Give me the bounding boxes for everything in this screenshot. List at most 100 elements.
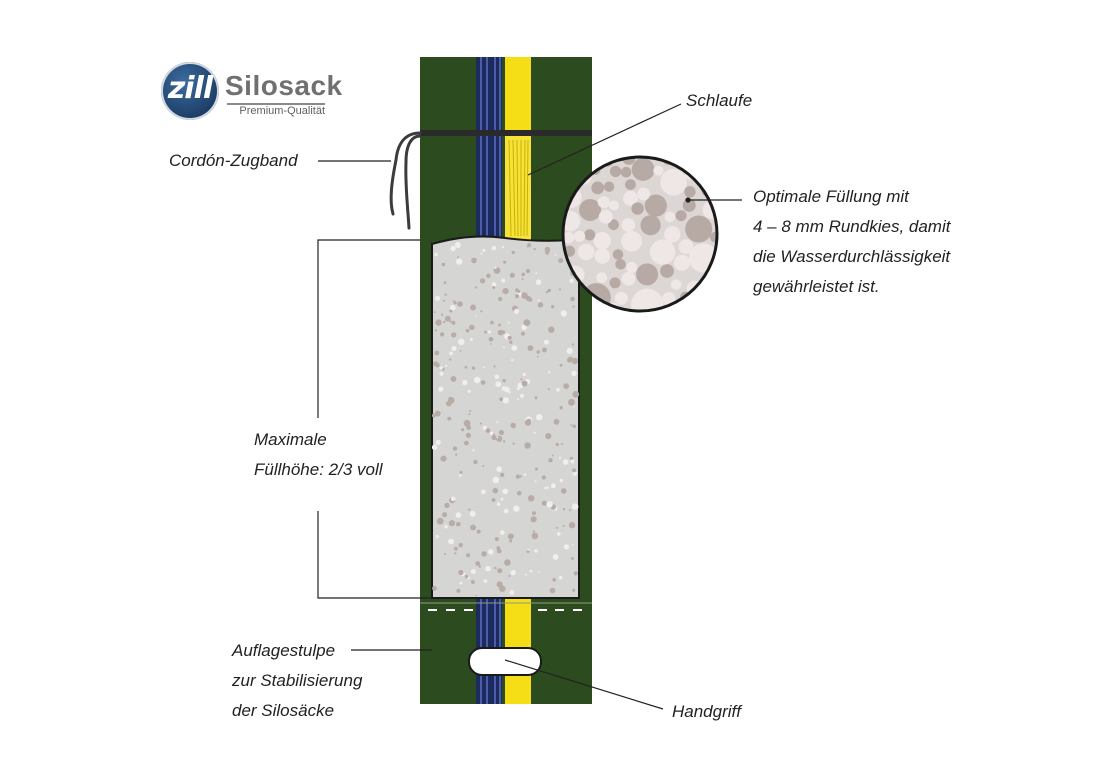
gravel-speckle <box>530 516 537 523</box>
gravel-speckle <box>434 252 438 257</box>
gravel-speckle <box>572 503 579 510</box>
pebble <box>621 230 642 252</box>
gravel-speckle <box>481 489 486 495</box>
gravel-speckle <box>491 498 496 502</box>
gravel-speckle <box>500 472 505 477</box>
gravel-speckle <box>521 293 524 296</box>
gravel-speckle <box>443 299 446 302</box>
gravel-speckle <box>496 435 503 442</box>
gravel-speckle <box>497 568 503 574</box>
gravel-speckle <box>509 590 515 595</box>
pebble <box>631 202 644 215</box>
gravel-speckle <box>503 508 509 514</box>
label-fuellhoehe-line-2: Füllhöhe: 2/3 voll <box>254 460 383 479</box>
gravel-speckle <box>492 476 500 484</box>
gravel-speckle <box>450 304 456 311</box>
zill-badge: zill <box>161 62 219 120</box>
gravel-speckle <box>440 455 447 462</box>
gravel-speckle <box>511 250 515 255</box>
gravel-speckle <box>494 566 497 570</box>
gravel-speckle <box>494 266 497 269</box>
gravel-speckle <box>496 502 501 506</box>
gravel-speckle <box>489 431 494 436</box>
gravel-speckle <box>494 374 500 379</box>
label-auflagestulpe-line-2: zur Stabilisierung <box>232 671 363 690</box>
gravel-speckle <box>496 421 499 424</box>
gravel-speckle <box>508 391 511 394</box>
pebble <box>593 232 611 250</box>
gravel-speckle <box>452 300 455 303</box>
gravel-speckle <box>448 396 453 402</box>
pebble <box>631 288 664 310</box>
gravel-speckle <box>541 475 546 480</box>
gravel-speckle <box>496 436 499 439</box>
gravel-speckle <box>482 425 487 431</box>
gravel-speckle <box>509 340 513 344</box>
gravel-speckle <box>534 480 537 483</box>
gravel-speckle <box>457 256 460 259</box>
gravel-speckle <box>521 331 525 336</box>
gravel-speckle <box>443 320 446 324</box>
gravel-speckle <box>533 431 536 434</box>
gravel-speckle <box>439 371 444 376</box>
label-schlaufe: Schlaufe <box>686 91 753 110</box>
gravel-speckle <box>473 376 481 384</box>
gravel-speckle <box>455 453 458 456</box>
gravel-speckle <box>478 565 482 568</box>
gravel-speckle <box>444 553 446 556</box>
gravel-speckle <box>502 488 509 495</box>
gravel-speckle <box>515 294 520 299</box>
gravel-speckle <box>463 419 471 427</box>
gravel-speckle <box>485 565 491 572</box>
gravel-speckle <box>467 389 471 393</box>
gravel-speckle <box>515 288 519 292</box>
gravel-speckle <box>555 526 558 529</box>
pebble <box>685 215 713 243</box>
gravel-speckle <box>464 366 468 369</box>
gravel-speckle <box>480 252 483 255</box>
gravel-speckle <box>444 315 451 322</box>
gravel-speckle <box>458 569 464 576</box>
gravel-speckle <box>536 413 543 421</box>
gravel-speckle <box>501 386 506 391</box>
gravel-speckle <box>470 569 476 574</box>
gravel-speckle <box>492 487 499 494</box>
gravel-speckle <box>517 382 523 389</box>
gravel-speckle <box>445 364 448 368</box>
gravel-speckle <box>547 288 551 293</box>
gravel-speckle <box>459 470 463 474</box>
gravel-speckle <box>464 440 469 446</box>
gravel-speckle <box>485 428 491 433</box>
logo-tagline: Premium-Qualität <box>227 103 325 117</box>
gravel-speckle <box>432 586 437 591</box>
zugband-cords <box>389 131 422 230</box>
label-zugband: Cordón-Zugband <box>169 151 298 170</box>
gravel-speckle <box>568 398 575 406</box>
gravel-speckle <box>558 456 562 460</box>
gravel-speckle <box>454 546 458 551</box>
pebble <box>597 196 610 209</box>
gravel-speckle <box>519 475 522 478</box>
gravel-speckle <box>548 371 551 374</box>
gravel-speckle <box>480 380 486 385</box>
gravel-speckle <box>559 478 564 483</box>
gravel-speckle <box>476 529 481 534</box>
label-auflagestulpe: Auflagestulpe zur Stabilisierung der Sil… <box>232 636 362 726</box>
gravel-speckle <box>571 343 575 346</box>
gravel-speckle <box>456 258 463 265</box>
gravel-speckle <box>435 439 441 445</box>
handgriff-slot <box>468 647 542 676</box>
gravel-speckle <box>475 561 481 566</box>
gravel-speckle <box>487 330 492 334</box>
gravel-speckle <box>538 571 540 573</box>
label-fuellhoehe-line-1: Maximale <box>254 430 327 449</box>
gravel-speckle <box>568 509 571 512</box>
gravel-speckle <box>559 363 563 367</box>
gravel-speckle <box>434 329 437 332</box>
gravel-speckle <box>570 424 573 426</box>
label-auflagestulpe-line-3: der Silosäcke <box>232 701 335 720</box>
pebble <box>637 187 651 201</box>
gravel-speckle <box>559 406 563 410</box>
gravel-speckle <box>560 443 563 446</box>
